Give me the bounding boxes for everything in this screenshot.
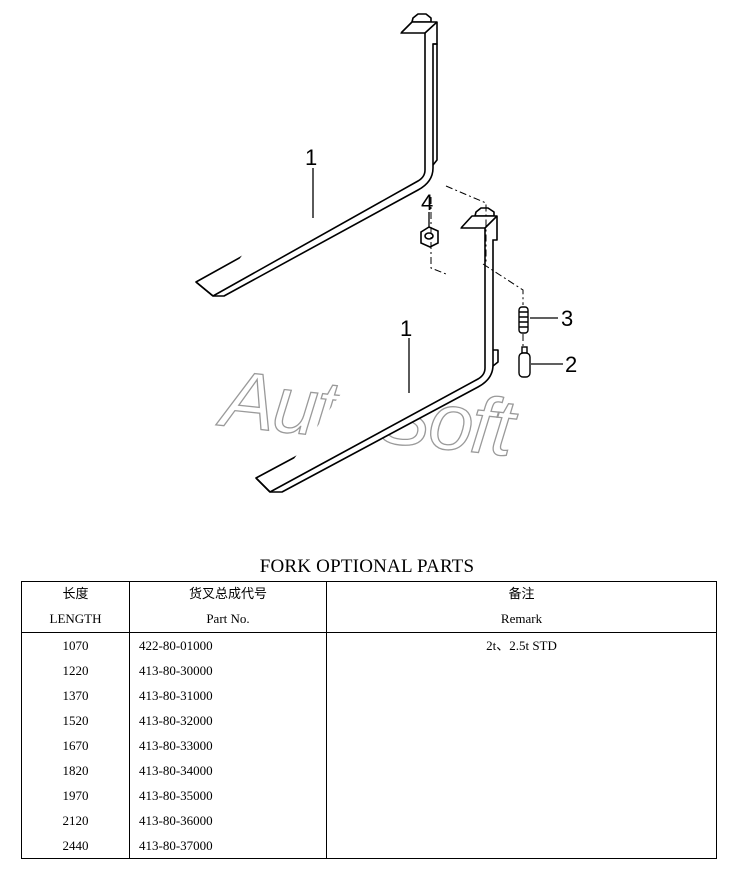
table-header-row: 长度 LENGTH 货叉总成代号 Part No. 备注 Remark: [21, 581, 717, 633]
cell-length: 1970: [21, 783, 130, 808]
assembly-lines: [430, 185, 524, 346]
cell-remark: [326, 733, 717, 758]
cell-remark: [326, 833, 717, 859]
pin-part-2: [518, 346, 531, 378]
fork-upper: [195, 13, 438, 297]
cell-part-no: 413-80-36000: [129, 808, 327, 833]
callout-stopper: 4: [421, 190, 433, 215]
cell-part-no: 422-80-01000: [129, 632, 327, 658]
cell-length: 1370: [21, 683, 130, 708]
header-part-no: 货叉总成代号 Part No.: [129, 581, 327, 633]
cell-remark: [326, 658, 717, 683]
header-part-no-en: Part No.: [206, 611, 250, 626]
header-remark-en: Remark: [500, 611, 543, 626]
header-length-en: LENGTH: [49, 611, 102, 626]
header-part-no-zh: 货叉总成代号: [188, 587, 267, 602]
cell-length: 2440: [21, 833, 130, 859]
cell-part-no: 413-80-35000: [129, 783, 327, 808]
cell-length: 1220: [21, 658, 130, 683]
cell-remark: [326, 783, 717, 808]
leader-lines: [312, 168, 563, 393]
cell-remark: 2t、2.5t STD: [326, 632, 717, 658]
cell-part-no: 413-80-32000: [129, 708, 327, 733]
header-length-zh: 长度: [62, 587, 89, 602]
fork-lower: [255, 207, 499, 493]
fork-options-table: 长度 LENGTH 货叉总成代号 Part No. 备注 Remark 1070…: [21, 581, 717, 859]
callout-fork-lower: 1: [400, 316, 412, 341]
cell-part-no: 413-80-30000: [129, 658, 327, 683]
stopper-part-4: [420, 226, 439, 248]
spring-part-3: [518, 306, 529, 334]
callout-fork-upper: 1: [305, 145, 317, 170]
cell-part-no: 413-80-37000: [129, 833, 327, 859]
cell-length: 1520: [21, 708, 130, 733]
callout-pin: 2: [565, 352, 577, 377]
table-title: FORK OPTIONAL PARTS: [259, 556, 475, 577]
cell-part-no: 413-80-34000: [129, 758, 327, 783]
header-remark-zh: 备注: [508, 587, 535, 602]
cell-remark: [326, 758, 717, 783]
cell-remark: [326, 683, 717, 708]
cell-part-no: 413-80-31000: [129, 683, 327, 708]
cell-remark: [326, 808, 717, 833]
cell-length: 1070: [21, 632, 130, 658]
cell-length: 1670: [21, 733, 130, 758]
header-remark: 备注 Remark: [326, 581, 717, 633]
cell-remark: [326, 708, 717, 733]
cell-part-no: 413-80-33000: [129, 733, 327, 758]
callout-spring: 3: [561, 306, 573, 331]
cell-length: 1820: [21, 758, 130, 783]
fork-parts-diagram: AutoSoft: [195, 13, 577, 493]
cell-length: 2120: [21, 808, 130, 833]
header-length: 长度 LENGTH: [21, 581, 130, 633]
